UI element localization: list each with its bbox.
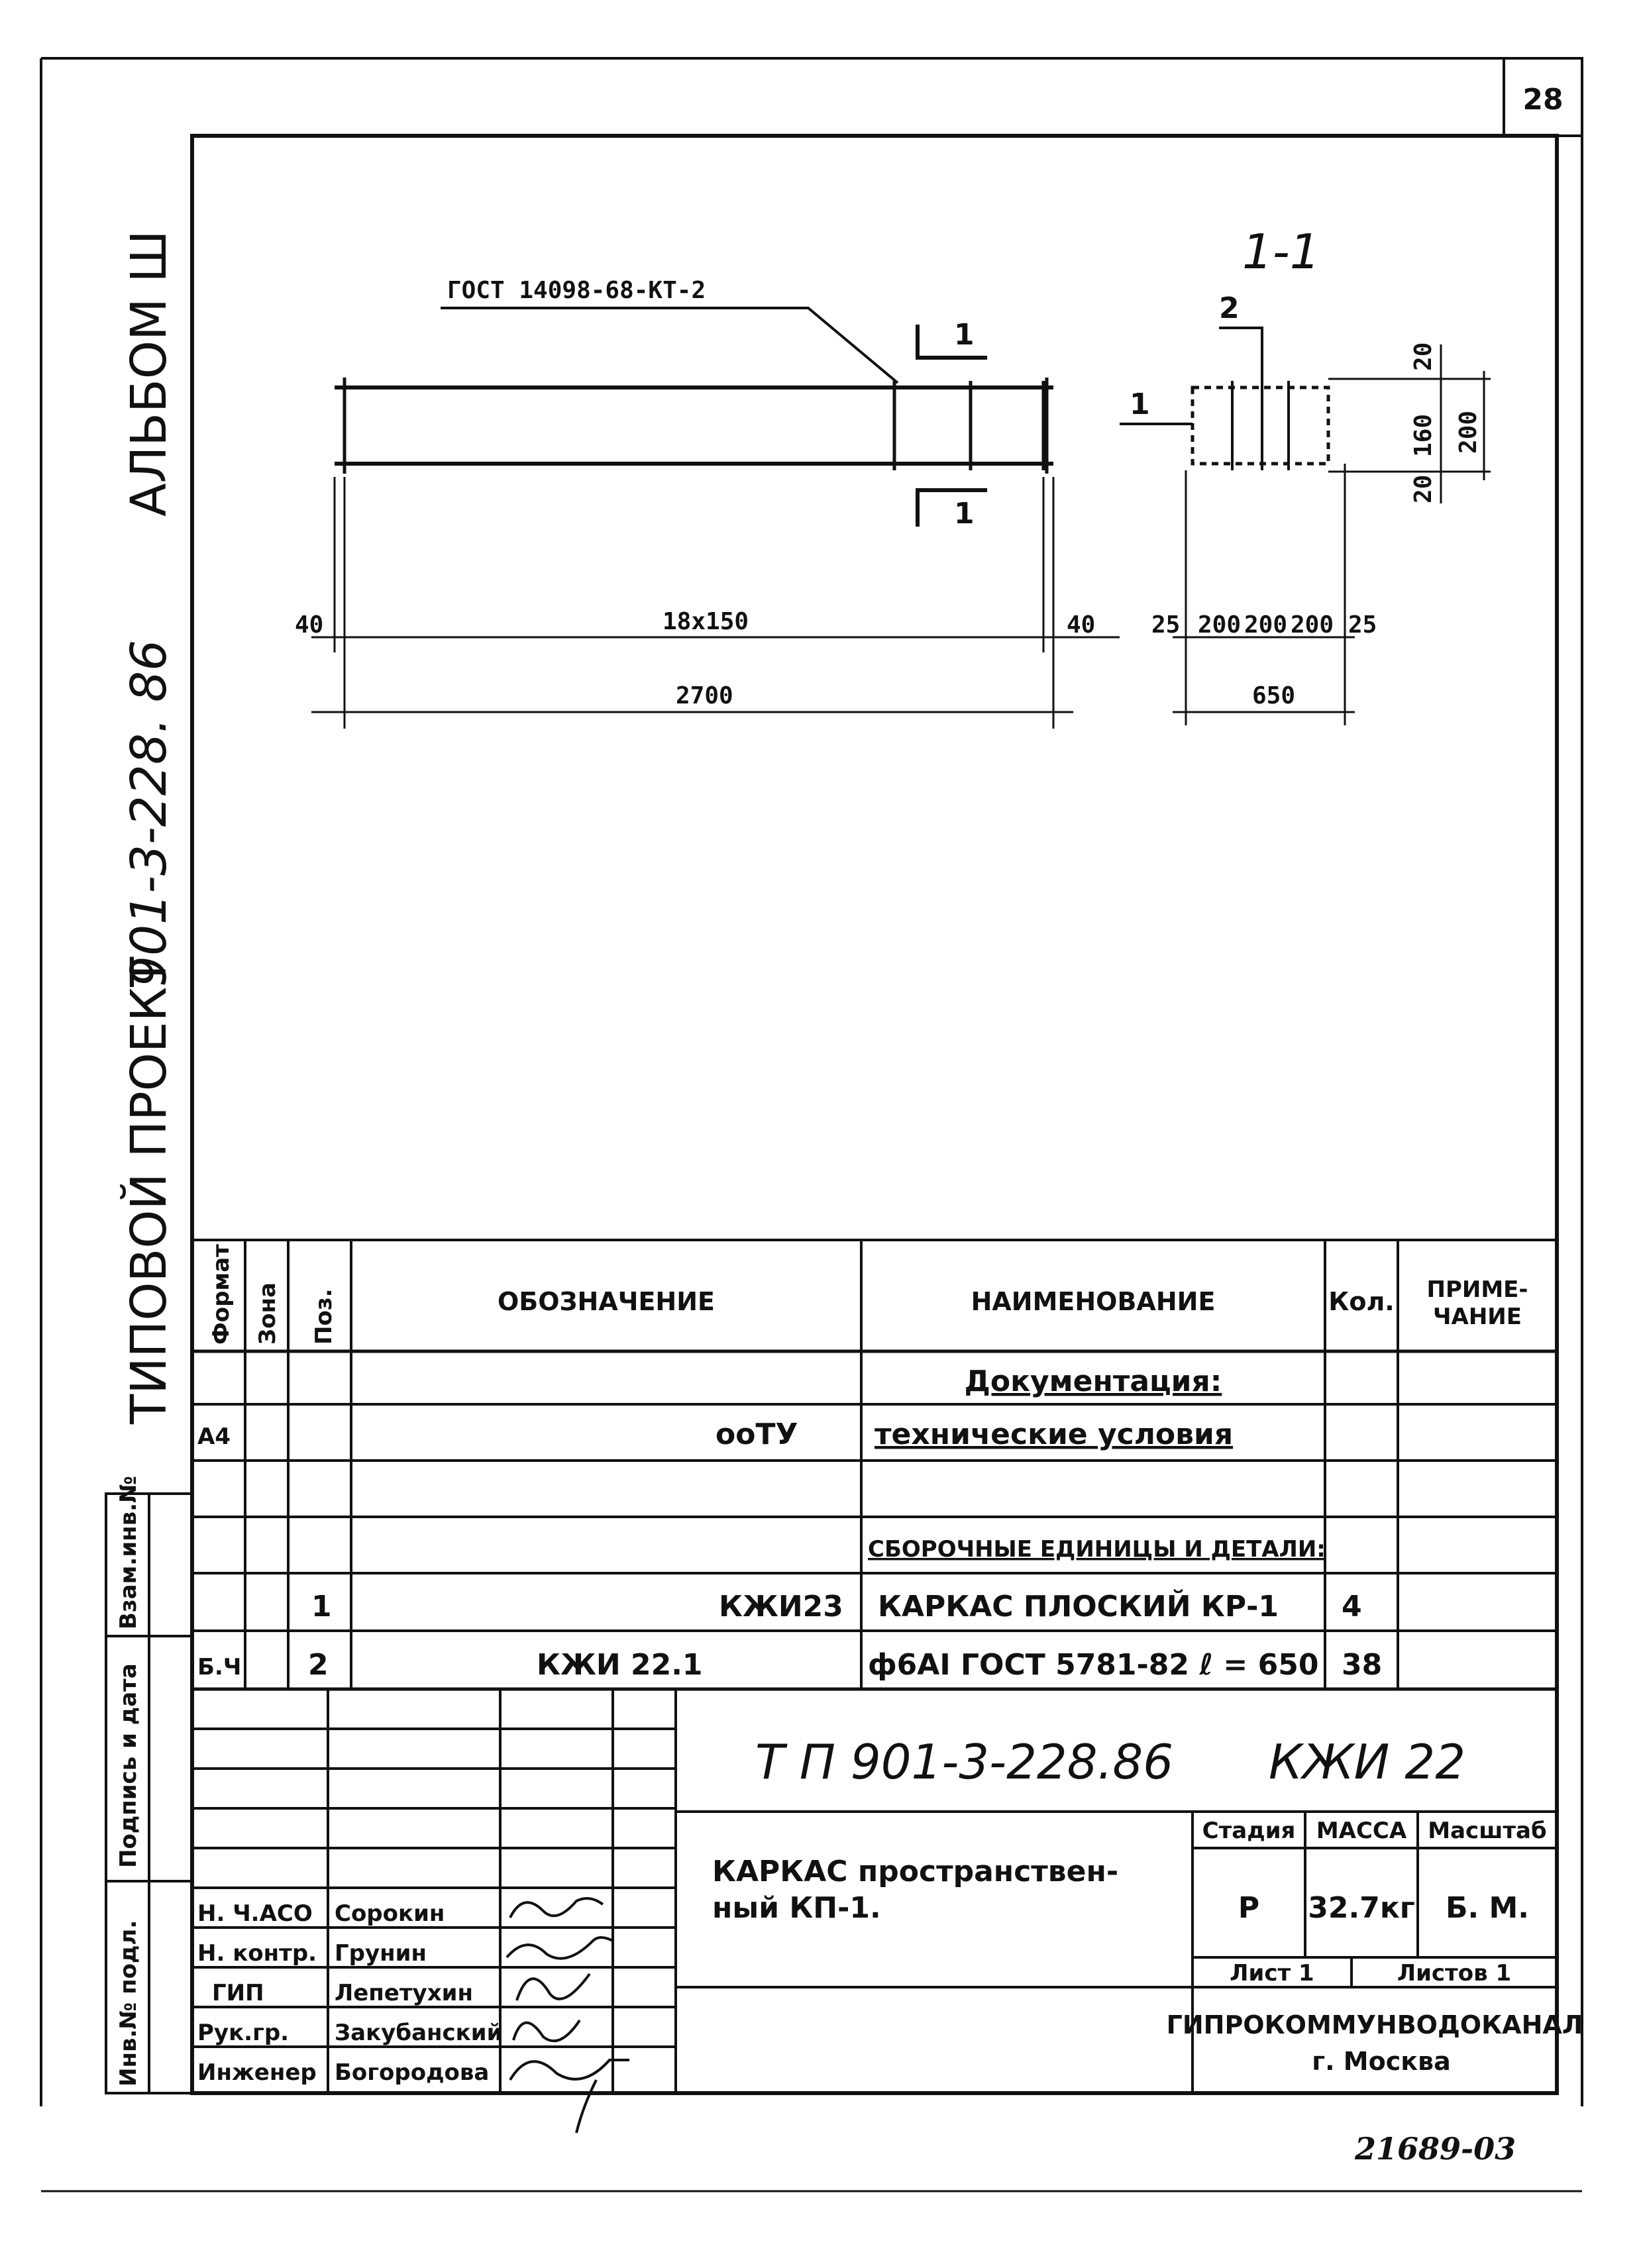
sheet-label: Лист 1 [1230, 1960, 1314, 1986]
dim-middle: 18х150 [662, 608, 749, 635]
row6-format: Б.Ч [197, 1654, 241, 1680]
scale-value: Б. М. [1446, 1891, 1529, 1925]
gost-callout: ГОСТ 14098-68-КТ-2 [447, 277, 706, 304]
elevation-view [311, 307, 1120, 729]
side-stamp-labels: Взам.инв.№ Подпись и дата Инв.№ подл. [115, 1476, 142, 2087]
object-name-1: КАРКАС пространствен- [712, 1855, 1118, 1888]
dim-overall: 2700 [676, 682, 733, 709]
person-name-1: Сорокин [335, 1900, 445, 1927]
doc-code: КЖИ 22 [1269, 1734, 1465, 1790]
object-name-2: ный КП-1. [712, 1891, 881, 1925]
sec-dim-edge-right: 25 [1348, 611, 1377, 639]
person-name-5: Богородова [335, 2059, 489, 2086]
person-name-4: Закубанский [335, 2020, 502, 2046]
section-bar-mark-2: 2 [1219, 291, 1240, 325]
sec-dim-200b: 200 [1244, 611, 1287, 639]
hdr-zone: Зона [254, 1282, 281, 1345]
row5-pos: 1 [311, 1590, 332, 1624]
mass-label: МАССА [1316, 1818, 1407, 1844]
section-mark-label-bottom: 1 [954, 497, 975, 531]
dim-right-end: 40 [1067, 611, 1095, 639]
side-title-part2: 901-3-228. 86 [121, 640, 178, 987]
signature-3 [515, 1973, 591, 2001]
row4-name: СБОРОЧНЫЕ ЕДИНИЦЫ И ДЕТАЛИ: [868, 1536, 1326, 1563]
gost-leader [441, 307, 899, 384]
sheets-label: Листов 1 [1397, 1960, 1511, 1986]
row5-qty: 4 [1342, 1590, 1362, 1624]
sec-dim-overall: 650 [1252, 682, 1295, 709]
side-title-part3: АЛЬБОМ Ш [121, 230, 178, 517]
side-stamp-sign-date: Подпись и дата [115, 1663, 142, 1868]
person-role-3: ГИП [212, 1980, 264, 2006]
signatures: Н. Ч.АСО Сорокин Н. контр. Грунин ГИП Ле… [197, 1897, 629, 2134]
row6-designation: КЖИ 22.1 [537, 1648, 703, 1682]
person-role-2: Н. контр. [197, 1940, 317, 1967]
row2-name: технические условия [874, 1418, 1233, 1451]
hdr-note: ПРИМЕ-ЧАНИЕ [1427, 1276, 1528, 1330]
side-title: ТИПОВОЙ ПРОЕКТ 901-3-228. 86 АЛЬБОМ Ш [119, 230, 178, 1425]
inner-frame [190, 134, 1559, 2095]
row6-name: ф6АI ГОСТ 5781-82 ℓ = 650 [868, 1648, 1318, 1682]
row6-pos: 2 [308, 1648, 329, 1682]
spec-table-grid [192, 1239, 1557, 1691]
side-stamp-replaced: Взам.инв.№ [115, 1476, 142, 1629]
sec-dim-v-total: 200 [1455, 411, 1482, 454]
side-title-part1: ТИПОВОЙ ПРОЕКТ [119, 956, 178, 1425]
signature-2 [505, 1936, 613, 1960]
row1-name: Документация: [965, 1365, 1222, 1398]
row6-qty: 38 [1342, 1648, 1382, 1682]
sheet-frames [40, 57, 1583, 2192]
row2-designation: ооТУ [716, 1418, 798, 1451]
person-name-3: Лепетухин [335, 1980, 473, 2006]
sec-dim-edge-left: 25 [1151, 611, 1180, 639]
section-title: 1-1 [1242, 224, 1320, 280]
signature-5 [509, 2059, 629, 2134]
footer-code: 21689-03 [1354, 2131, 1516, 2167]
section-leader-2 [1219, 327, 1263, 384]
sheet-number: 28 [1522, 83, 1563, 117]
signature-4 [512, 2019, 581, 2043]
stage-value: Р [1238, 1891, 1259, 1925]
side-stamp [105, 1492, 193, 2094]
sec-dim-v-mid: 160 [1410, 414, 1437, 457]
section-mark-top [916, 325, 987, 360]
hdr-format: Формат [208, 1244, 235, 1345]
spec-table-headers: Формат Зона Поз. ОБОЗНАЧЕНИЕ НАИМЕНОВАНИ… [208, 1244, 1528, 1345]
row5-name: КАРКАС ПЛОСКИЙ КР-1 [878, 1588, 1279, 1624]
sec-dim-200c: 200 [1291, 611, 1334, 639]
hdr-pos: Поз. [311, 1289, 337, 1345]
signature-1 [509, 1897, 604, 1918]
section-mark-bottom [916, 488, 987, 527]
row5-designation: КЖИ23 [719, 1590, 843, 1624]
dim-left-end: 40 [295, 611, 323, 639]
hdr-name: НАИМЕНОВАНИЕ [971, 1287, 1216, 1316]
project-code: Т П 901-3-228.86 [755, 1734, 1173, 1790]
hdr-designation: ОБОЗНАЧЕНИЕ [498, 1287, 715, 1316]
section-outline [1191, 386, 1330, 466]
org-name: ГИПРОКОММУНВОДОКАНАЛ [1167, 2010, 1583, 2039]
person-role-1: Н. Ч.АСО [197, 1900, 313, 1927]
person-role-5: Инженер [197, 2059, 317, 2086]
person-name-2: Грунин [335, 1940, 427, 1967]
stage-label: Стадия [1202, 1818, 1296, 1844]
section-view [1120, 327, 1491, 725]
sec-dim-v-bot: 20 [1410, 475, 1437, 503]
mass-value: 32.7кг [1308, 1891, 1414, 1925]
org-city: г. Москва [1312, 2047, 1450, 2076]
sec-dim-v-top: 20 [1410, 342, 1437, 371]
row2-format: А4 [197, 1423, 231, 1450]
scale-label: Масштаб [1428, 1818, 1546, 1844]
section-mark-label-top: 1 [954, 318, 975, 352]
side-stamp-inv-orig: Инв.№ подл. [115, 1920, 142, 2087]
sec-dim-200a: 200 [1198, 611, 1241, 639]
hdr-qty: Кол. [1328, 1287, 1394, 1316]
person-role-4: Рук.гр. [197, 2020, 289, 2046]
section-bar-mark-1: 1 [1130, 387, 1150, 421]
sheet-number-box [1503, 57, 1583, 137]
title-block-text: Т П 901-3-228.86 КЖИ 22 КАРКАС пространс… [712, 1734, 1583, 2076]
spec-table-rows: Документация: А4 ооТУ технические услови… [197, 1365, 1382, 1682]
title-block-grid [192, 1689, 1557, 2093]
